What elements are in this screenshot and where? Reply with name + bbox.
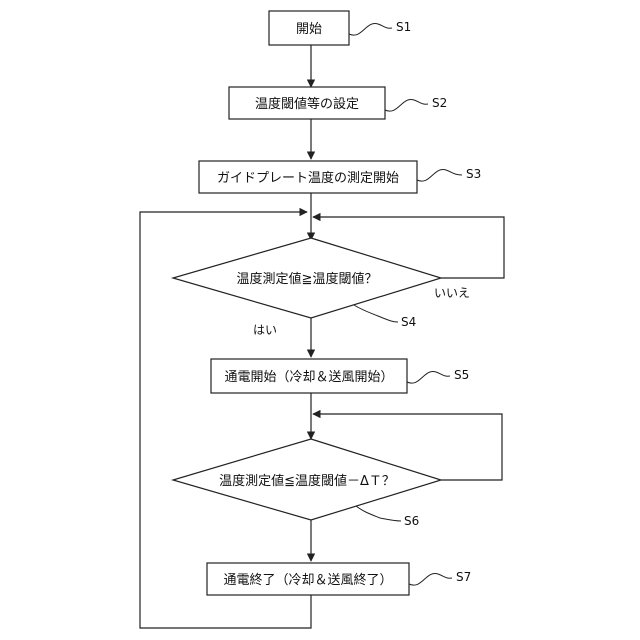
leader-s5 xyxy=(407,371,450,383)
decision-temp-high: 温度測定値≧温度閾値？ xyxy=(173,238,441,318)
step-label-s1: S1 xyxy=(396,20,411,34)
node-energize-on-label: 通電開始（冷却＆送風開始） xyxy=(224,370,393,385)
step-label-s4: S4 xyxy=(401,315,416,329)
leader-s3 xyxy=(417,169,462,181)
step-label-s5: S5 xyxy=(454,368,469,382)
step-label-s7: S7 xyxy=(456,570,471,584)
node-set-thresholds-label: 温度閾値等の設定 xyxy=(255,96,359,112)
node-energize-on: 通電開始（冷却＆送風開始） xyxy=(211,359,407,393)
node-energize-off-label: 通電終了（冷却＆送風終了） xyxy=(223,572,392,588)
node-set-thresholds: 温度閾値等の設定 xyxy=(229,87,385,119)
leader-s7 xyxy=(409,573,452,585)
leader-s6 xyxy=(356,506,401,521)
node-start-measure: ガイドプレート温度の測定開始 xyxy=(199,161,417,193)
step-label-s3: S3 xyxy=(466,167,481,181)
step-label-s6: S6 xyxy=(404,514,419,528)
branch-label-yes: はい xyxy=(253,323,277,337)
node-start: 開始 xyxy=(269,11,349,45)
leader-s1 xyxy=(349,23,392,35)
step-label-s2: S2 xyxy=(432,96,447,110)
decision-temp-high-label: 温度測定値≧温度閾値？ xyxy=(237,271,378,287)
leader-s4 xyxy=(354,305,398,322)
node-start-label: 開始 xyxy=(296,22,322,37)
decision-temp-low: 温度測定値≦温度閾値－ΔＴ？ xyxy=(173,439,441,520)
node-start-measure-label: ガイドプレート温度の測定開始 xyxy=(217,170,399,186)
leader-s2 xyxy=(385,99,428,111)
node-energize-off: 通電終了（冷却＆送風終了） xyxy=(207,563,409,595)
branch-label-no: いいえ xyxy=(434,286,470,300)
decision-temp-low-label: 温度測定値≦温度閾値－ΔＴ？ xyxy=(219,473,395,489)
